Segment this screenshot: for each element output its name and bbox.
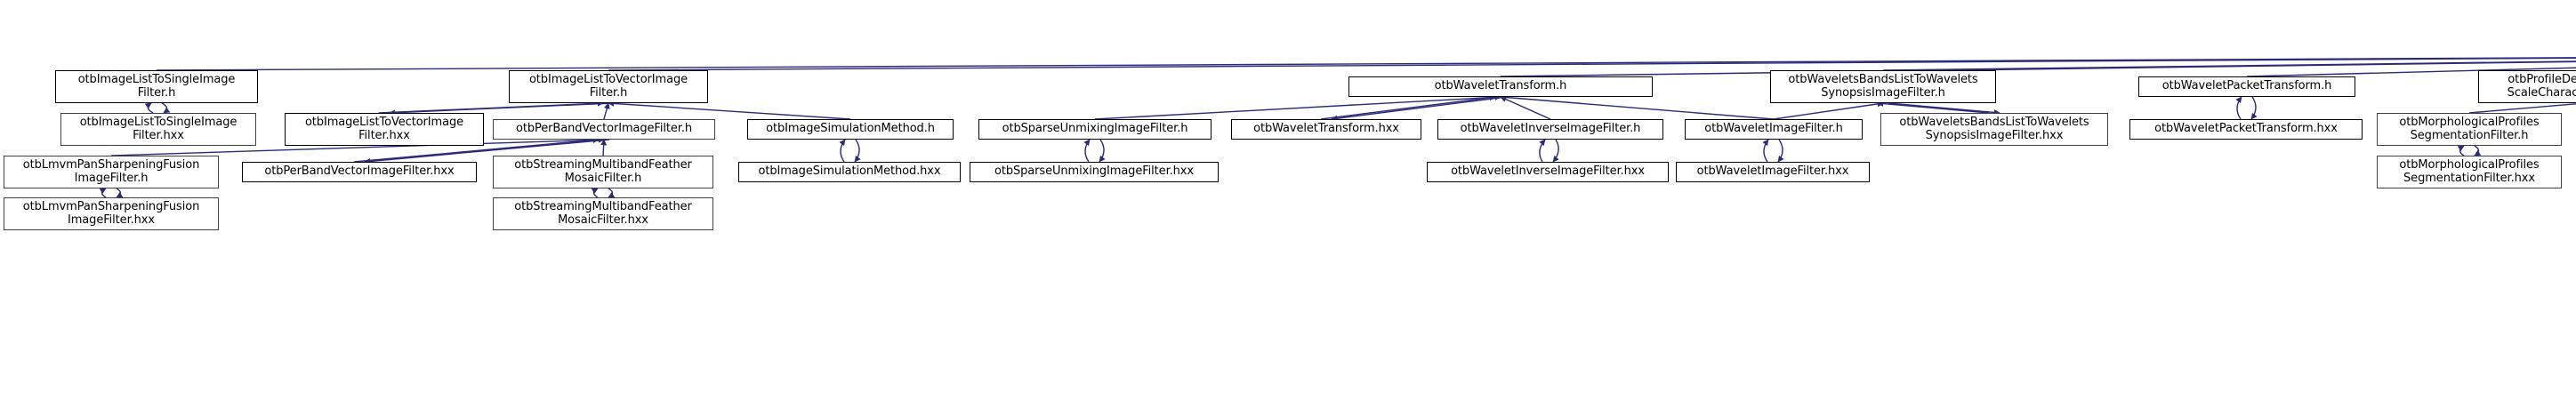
- graph-edge: [1773, 100, 1884, 120]
- graph-edge: [1539, 139, 1546, 163]
- graph-node[interactable]: otbImageSimulationMethod.hxx: [738, 162, 961, 182]
- graph-edge: [1083, 139, 1091, 163]
- graph-edge: [1888, 102, 2000, 116]
- graph-edge: [1552, 139, 1559, 163]
- graph-edge: [1094, 93, 1501, 120]
- graph-edge: [1500, 96, 1551, 120]
- graph-edge: [144, 102, 154, 114]
- graph-edge: [99, 188, 107, 198]
- graph-edge: [1500, 60, 2576, 77]
- graph-node[interactable]: otbMorphologicalProfiles SegmentationFil…: [2377, 156, 2562, 188]
- graph-node[interactable]: otbProfileDerivativeToMulti ScaleCharact…: [2478, 70, 2576, 103]
- graph-edge: [389, 102, 615, 116]
- graph-edge: [1500, 94, 1775, 120]
- graph-edge: [608, 100, 851, 120]
- graph-edge: [2457, 145, 2465, 156]
- graph-node[interactable]: otbWaveletInverseImageFilter.h: [1437, 119, 1663, 140]
- graph-edge: [608, 57, 2576, 71]
- graph-node[interactable]: otbWaveletPacketTransform.h: [2138, 76, 2355, 97]
- graph-edge: [2474, 145, 2482, 156]
- graph-node[interactable]: otbPerBandVectorImageFilter.h: [493, 119, 715, 140]
- graph-node[interactable]: otbWaveletsBandsListToWavelets SynopsisI…: [1880, 113, 2108, 146]
- graph-edge: [591, 188, 599, 198]
- graph-edge: [2468, 103, 2576, 114]
- graph-edge: [2235, 96, 2242, 120]
- graph-node[interactable]: otbMorphologicalProfiles SegmentationFil…: [2377, 113, 2562, 146]
- graph-edge: [1777, 139, 1784, 163]
- graph-node[interactable]: otbWaveletImageFilter.h: [1685, 119, 1863, 140]
- graph-edge: [2250, 96, 2258, 120]
- graph-edge: [1762, 139, 1769, 163]
- graph-node[interactable]: otbLmvmPanSharpeningFusion ImageFilter.h: [4, 156, 219, 188]
- graph-node[interactable]: otbImageListToVectorImage Filter.hxx: [285, 113, 484, 146]
- graph-node[interactable]: otbSparseUnmixingImageFilter.h: [978, 119, 1212, 140]
- graph-node[interactable]: otbPerBandVectorImageFilter.hxx: [242, 162, 477, 182]
- graph-node[interactable]: otbWaveletImageFilter.hxx: [1676, 162, 1870, 182]
- graph-node[interactable]: otbWaveletPacketTransform.hxx: [2129, 119, 2363, 140]
- graph-edge: [839, 139, 846, 163]
- graph-node[interactable]: otbWaveletTransform.hxx: [1231, 119, 1421, 140]
- graph-node[interactable]: otbImageListToVectorImage Filter.h: [509, 70, 708, 103]
- graph-edge: [116, 188, 124, 198]
- graph-node[interactable]: otbImageListToSingleImage Filter.hxx: [60, 113, 256, 146]
- graph-edge: [156, 57, 2576, 71]
- graph-node[interactable]: otbImageListToSingleImage Filter.h: [55, 70, 258, 103]
- graph-edge: [378, 100, 604, 114]
- graph-edge: [1877, 100, 1990, 114]
- graph-node[interactable]: otbWaveletTransform.h: [1348, 76, 1653, 97]
- graph-edge: [608, 188, 616, 198]
- graph-node[interactable]: otbImageSimulationMethod.h: [747, 119, 954, 140]
- graph-node[interactable]: otbWaveletsBandsListToWavelets SynopsisI…: [1770, 70, 1996, 103]
- graph-edge: [603, 102, 610, 120]
- graph-edge: [600, 139, 608, 156]
- graph-node[interactable]: otbStreamingMultibandFeather MosaicFilte…: [493, 156, 713, 188]
- graph-node[interactable]: otbWaveletInverseImageFilter.hxx: [1427, 162, 1669, 182]
- graph-node[interactable]: otbStreamingMultibandFeather MosaicFilte…: [493, 197, 713, 230]
- graph-edge: [1882, 60, 2576, 71]
- graph-node[interactable]: otbLmvmPanSharpeningFusion ImageFilter.h…: [4, 197, 219, 230]
- graph-edge: [1099, 139, 1106, 163]
- graph-edge: [1320, 94, 1496, 120]
- graph-node[interactable]: otbSparseUnmixingImageFilter.hxx: [970, 162, 1219, 182]
- graph-edge: [161, 102, 171, 114]
- graph-edge: [854, 139, 861, 163]
- graph-edge: [1331, 96, 1507, 122]
